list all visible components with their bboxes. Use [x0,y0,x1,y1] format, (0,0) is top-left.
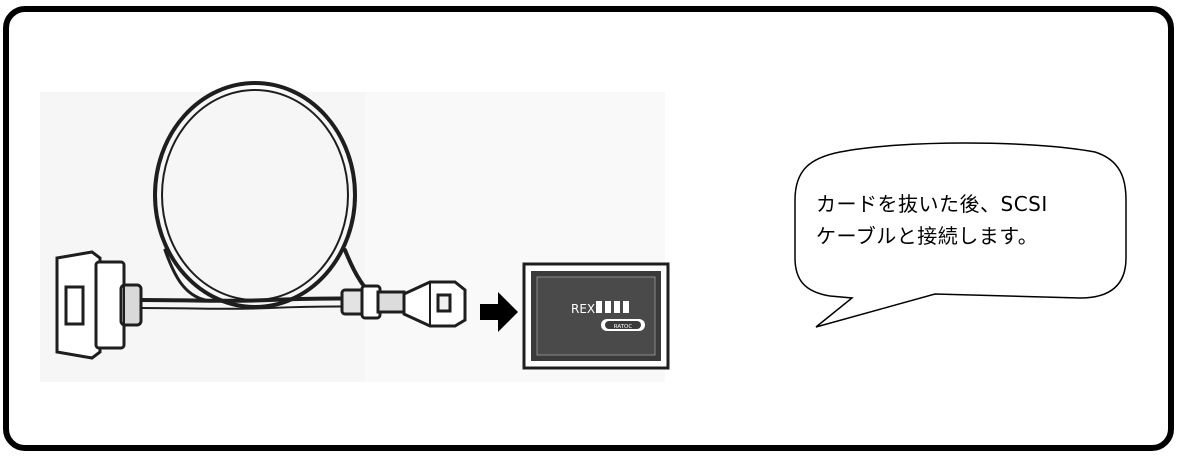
callout-line-2: ケーブルと接続します。 [816,220,1136,252]
callout-text: カードを抜いた後、SCSI ケーブルと接続します。 [816,188,1136,252]
callout-line-1: カードを抜いた後、SCSI [816,188,1136,220]
pc-card-icon [524,264,668,368]
card-brand-label: REX [571,302,595,316]
card-badge-label: RATOC [614,324,633,330]
